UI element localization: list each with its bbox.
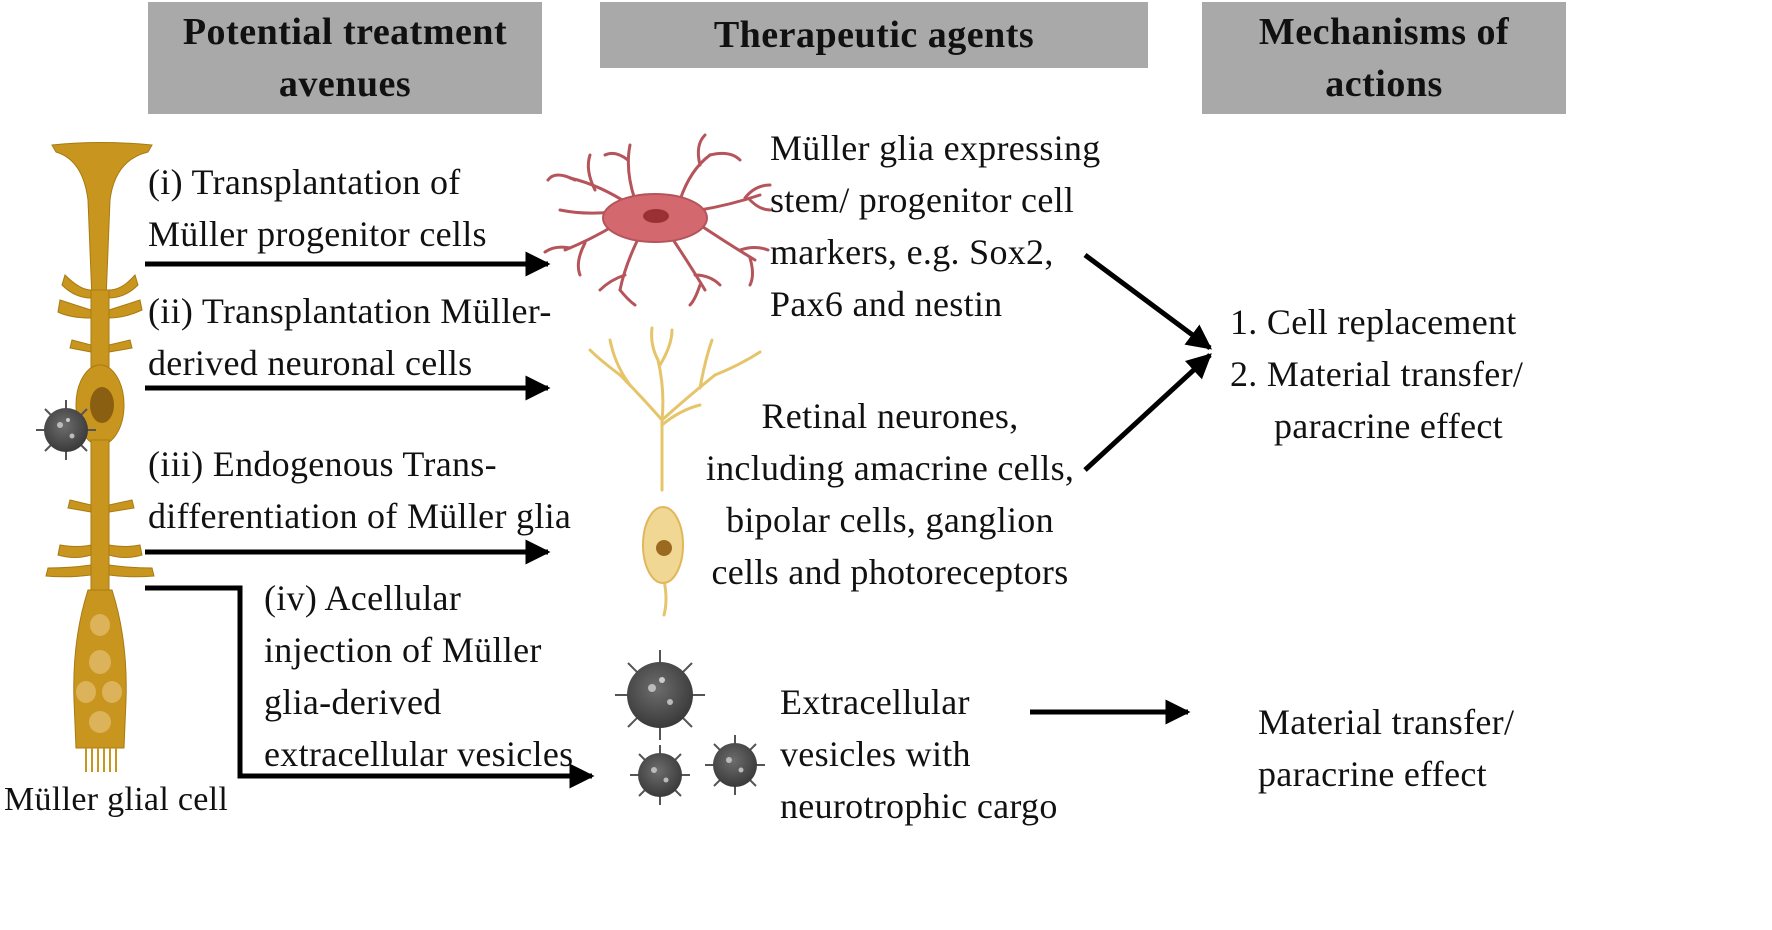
- agent-vesicles-line1: Extracellular: [780, 682, 970, 722]
- muller-glial-cell-label: Müller glial cell: [4, 781, 229, 818]
- agent-retinal-neurones-line3: bipolar cells, ganglion: [726, 500, 1054, 540]
- agent-vesicles-line2: vesicles with: [780, 734, 971, 774]
- avenue-ii-line1: (ii) Transplantation Müller-: [148, 291, 552, 331]
- agent-muller-glia-line3: markers, e.g. Sox2,: [770, 232, 1054, 272]
- header-therapeutic-agents-label: Therapeutic agents: [713, 14, 1035, 56]
- header-mechanisms-line1: Mechanisms of: [1258, 11, 1510, 53]
- mechanism-item-2-cont: paracrine effect: [1274, 406, 1503, 446]
- agent-muller-glia-line2: stem/ progenitor cell: [770, 180, 1075, 220]
- avenue-iv-line1: (iv) Acellular: [264, 578, 462, 618]
- muller-glial-cell-icon: [45, 142, 155, 772]
- avenue-iv-line2: injection of Müller: [264, 630, 542, 670]
- header-treatment-avenues: Potential treatment avenues: [148, 2, 542, 114]
- avenue-i-line2: Müller progenitor cells: [148, 214, 487, 254]
- avenue-iii-line2: differentiation of Müller glia: [148, 496, 572, 536]
- agent-retinal-neurones-line4: cells and photoreceptors: [711, 552, 1069, 592]
- agent-retinal-neurones-text: Retinal neurones, including amacrine cel…: [690, 390, 1090, 598]
- mechanism-item-1: 1. Cell replacement: [1230, 302, 1517, 342]
- avenue-iv-line3: glia-derived: [264, 682, 442, 722]
- avenue-iii-text: (iii) Endogenous Trans- differentiation …: [148, 438, 571, 542]
- agent-muller-glia-line1: Müller glia expressing: [770, 128, 1101, 168]
- avenue-i-text: (i) Transplantation of Müller progenitor…: [148, 156, 487, 260]
- avenue-ii-line2: derived neuronal cells: [148, 343, 473, 383]
- mechanisms-list: 1. Cell replacement 2. Material transfer…: [1230, 296, 1523, 452]
- avenue-iv-text: (iv) Acellular injection of Müller glia-…: [264, 572, 573, 780]
- mechanism-vesicle-effect-line2: paracrine effect: [1258, 754, 1487, 794]
- arrow-avenue-iv: [145, 585, 595, 789]
- agent-retinal-neurones-line1: Retinal neurones,: [761, 396, 1019, 436]
- mechanism-vesicle-effect: Material transfer/ paracrine effect: [1258, 696, 1514, 800]
- neuron-icon: [588, 326, 762, 617]
- avenue-ii-text: (ii) Transplantation Müller- derived neu…: [148, 285, 552, 389]
- agent-muller-glia-line4: Pax6 and nestin: [770, 284, 1003, 324]
- avenue-i-line1: (i) Transplantation of: [148, 162, 461, 202]
- header-mechanisms-line2: actions: [1325, 63, 1443, 105]
- agent-retinal-neurones-line2: including amacrine cells,: [705, 448, 1075, 488]
- mechanism-item-2: 2. Material transfer/: [1230, 354, 1524, 394]
- header-mechanisms: Mechanisms of actions: [1202, 2, 1566, 114]
- avenue-iii-line1: (iii) Endogenous Trans-: [148, 444, 497, 484]
- agent-vesicles-line3: neurotrophic cargo: [780, 786, 1058, 826]
- header-treatment-avenues-line2: avenues: [278, 63, 412, 105]
- agent-vesicles-text: Extracellular vesicles with neurotrophic…: [780, 676, 1058, 832]
- arrow-neurones-to-mechanisms: [1083, 353, 1212, 472]
- arrow-progenitor-to-mechanisms: [1083, 252, 1213, 351]
- mechanism-vesicle-effect-line1: Material transfer/: [1258, 702, 1515, 742]
- agent-muller-glia-text: Müller glia expressing stem/ progenitor …: [770, 122, 1101, 330]
- vesicle-cluster-icon: [615, 650, 765, 805]
- header-therapeutic-agents: Therapeutic agents: [600, 2, 1148, 68]
- vesicle-icon-small: [36, 400, 96, 460]
- avenue-iv-line4: extracellular vesicles: [264, 734, 574, 774]
- header-treatment-avenues-line1: Potential treatment: [182, 11, 508, 53]
